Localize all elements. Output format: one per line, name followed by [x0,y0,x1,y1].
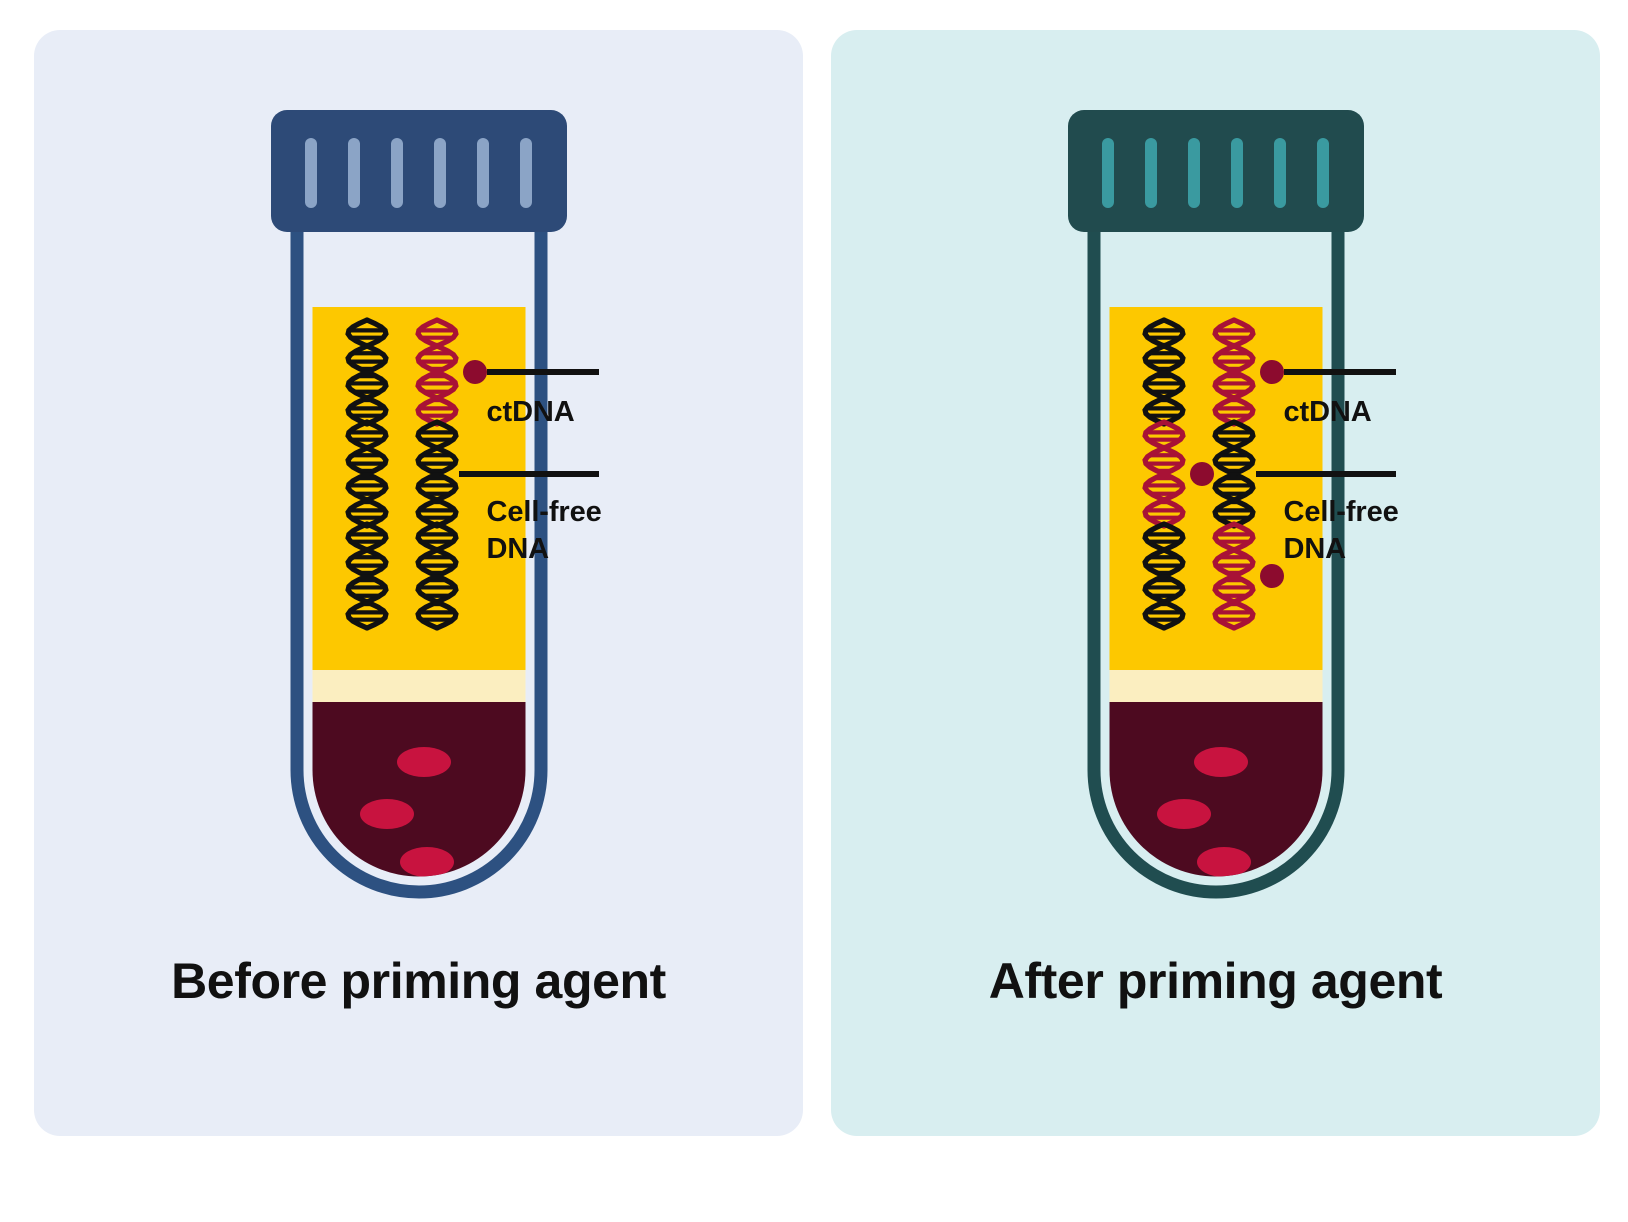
blood-tube-after [1006,102,1426,952]
tube-graphic-before [270,110,599,899]
caption-after: After priming agent [988,953,1443,1009]
panel-after: ctDNA Cell-free DNA After priming agent [831,30,1600,1136]
caption-before: Before priming agent [171,953,666,1009]
tube-graphic-after [1067,110,1396,899]
blood-tube-before [209,102,629,952]
panel-before: ctDNA Cell-free DNA Before priming agent [34,30,803,1136]
